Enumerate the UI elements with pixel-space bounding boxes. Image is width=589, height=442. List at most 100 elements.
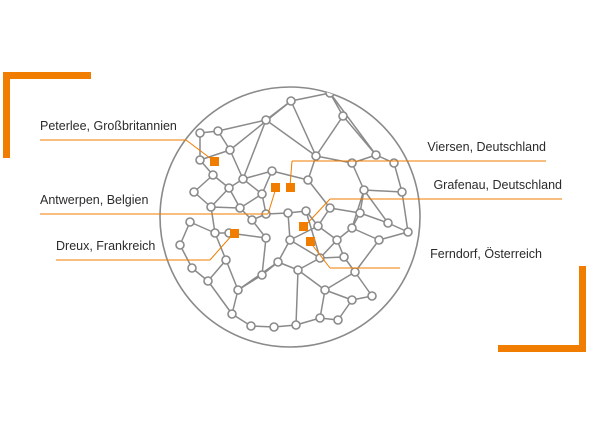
network-node <box>227 309 237 319</box>
network-edge <box>359 212 389 224</box>
network-node <box>235 203 245 213</box>
network-node <box>347 295 357 305</box>
network-node <box>332 235 342 245</box>
network-node <box>325 203 335 213</box>
network-edge <box>351 162 365 191</box>
network-node <box>301 206 311 216</box>
network-edge <box>351 227 380 241</box>
site-label-dreux: Dreux, Frankreich <box>56 239 155 253</box>
network-node <box>195 155 205 165</box>
network-node <box>383 218 393 228</box>
network-node <box>187 263 197 273</box>
network-node <box>293 265 303 275</box>
network-edge <box>290 100 317 157</box>
network-edge <box>295 269 299 326</box>
network-node <box>320 285 330 295</box>
leader-lines <box>40 139 562 269</box>
network-node <box>315 253 325 263</box>
network-node <box>338 111 348 121</box>
network-edge <box>305 210 321 259</box>
network-edge <box>290 92 331 102</box>
network-node <box>315 313 325 323</box>
site-marker-peterlee <box>210 157 219 166</box>
network-node <box>257 189 267 199</box>
site-labels: Peterlee, Großbritannien Antwerpen, Belg… <box>40 119 562 261</box>
network-node <box>238 174 248 184</box>
corner-bracket-top-left <box>3 72 91 158</box>
network-node <box>221 255 231 265</box>
network-node <box>347 223 357 233</box>
leader-line-peterlee-drop <box>185 139 215 162</box>
network-node <box>195 128 205 138</box>
site-label-antwerpen: Antwerpen, Belgien <box>40 193 148 207</box>
network-node <box>233 285 243 295</box>
network-node <box>389 158 399 168</box>
network-edge <box>297 269 326 291</box>
network-node <box>333 315 343 325</box>
site-label-ferndorf: Ferndorf, Österreich <box>430 247 542 261</box>
network-edge <box>289 239 321 259</box>
network-node <box>311 151 321 161</box>
network-node <box>203 276 213 286</box>
network-edge <box>354 239 380 273</box>
network-node <box>285 235 295 245</box>
network-node <box>371 150 381 160</box>
leader-line-ferndorf-rise <box>309 241 331 269</box>
network-nodes <box>175 88 413 332</box>
network-node <box>283 208 293 218</box>
network-node <box>267 166 277 176</box>
network-edge <box>393 162 403 193</box>
site-marker-ferndorf <box>306 237 315 246</box>
network-node <box>350 267 360 277</box>
network-edge <box>242 119 267 180</box>
network-edge <box>324 271 356 291</box>
network-node <box>367 291 377 301</box>
leader-line-viersen-drop <box>289 160 293 187</box>
network-edge <box>261 237 267 276</box>
network-node <box>339 252 349 262</box>
network-node <box>359 185 369 195</box>
site-label-viersen: Viersen, Deutschland <box>427 140 546 154</box>
network-edge <box>363 189 389 224</box>
network-edge <box>210 206 241 209</box>
network-edge <box>199 149 231 161</box>
network-edge <box>271 170 309 181</box>
network-node <box>185 217 195 227</box>
network-edge <box>229 149 244 180</box>
network-node <box>273 257 283 267</box>
site-marker-grafenau <box>299 222 308 231</box>
leader-line-antwerpen-rise <box>267 187 277 215</box>
network-edge <box>214 232 227 261</box>
network-edge <box>354 271 373 297</box>
network-node <box>403 227 413 237</box>
network-node <box>206 202 216 212</box>
site-markers <box>210 157 315 246</box>
network-edge <box>225 259 239 291</box>
site-marker-viersen <box>286 183 295 192</box>
network-node <box>247 215 257 225</box>
site-label-peterlee: Peterlee, Großbritannien <box>40 119 177 133</box>
network-edge <box>242 170 273 180</box>
network-edge <box>329 92 377 156</box>
network-edge <box>307 179 331 209</box>
site-marker-dreux <box>230 229 239 238</box>
network-node <box>313 221 323 231</box>
network-edge <box>315 115 344 157</box>
site-marker-antwerpen <box>271 183 280 192</box>
network-edge <box>329 207 361 214</box>
corner-bracket-bottom-right <box>498 266 586 352</box>
network-edge <box>289 225 319 241</box>
network-edge <box>207 280 233 315</box>
network-edge <box>401 191 409 233</box>
network-node <box>224 183 234 193</box>
network-node <box>261 115 271 125</box>
network-edge <box>315 155 353 164</box>
network-node <box>261 233 271 243</box>
network-node <box>208 170 218 180</box>
network-node <box>225 145 235 155</box>
network-node <box>269 322 279 332</box>
site-label-grafenau: Grafenau, Deutschland <box>433 178 562 192</box>
network-node <box>286 96 296 106</box>
globe-outline <box>159 86 421 348</box>
